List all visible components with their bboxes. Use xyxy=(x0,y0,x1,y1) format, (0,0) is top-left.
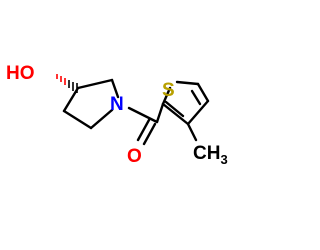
carbonyl-double-bond-a xyxy=(136,118,151,142)
ring-bond-c3-c2 xyxy=(76,78,114,90)
methyl-label-ch: CH xyxy=(193,143,220,164)
thiophene-bond-c5-c4 xyxy=(196,82,210,103)
ring-bond-c5-c4 xyxy=(62,109,93,130)
methyl-subscript: 3 xyxy=(220,152,227,167)
hydroxyl-hashed-wedge-bond xyxy=(56,74,78,93)
thiophene-bond-c3-c2-inner xyxy=(164,100,185,118)
ring-bond-n-c5 xyxy=(89,108,114,130)
thiophene-bond-c4-c3 xyxy=(186,99,210,126)
hydroxyl-label: HO xyxy=(6,63,35,84)
methyl-bond xyxy=(186,122,198,142)
methyl-label: CH3 xyxy=(193,143,228,167)
thiophene-bond-s-c5 xyxy=(175,80,200,86)
oxygen-label: O xyxy=(127,146,142,167)
ring-bond-c2-n xyxy=(110,78,120,99)
molecule-structure: HO N S O CH3 xyxy=(6,63,228,167)
thiophene-bond-c5-c4-inner xyxy=(190,89,202,106)
sulfur-label: S xyxy=(162,80,175,101)
thiophene-bond-c3-c2 xyxy=(161,102,190,126)
amide-bond-n-c xyxy=(127,106,159,124)
bond-carbonyl-c2 xyxy=(155,102,165,124)
thiophene-bond-c2-s xyxy=(161,86,172,106)
carbonyl-double-bond-b xyxy=(142,122,157,146)
structure-canvas: HO N S O CH3 xyxy=(6,63,228,167)
ring-bond-c4-c3 xyxy=(62,86,80,113)
nitrogen-label: N xyxy=(110,94,124,115)
